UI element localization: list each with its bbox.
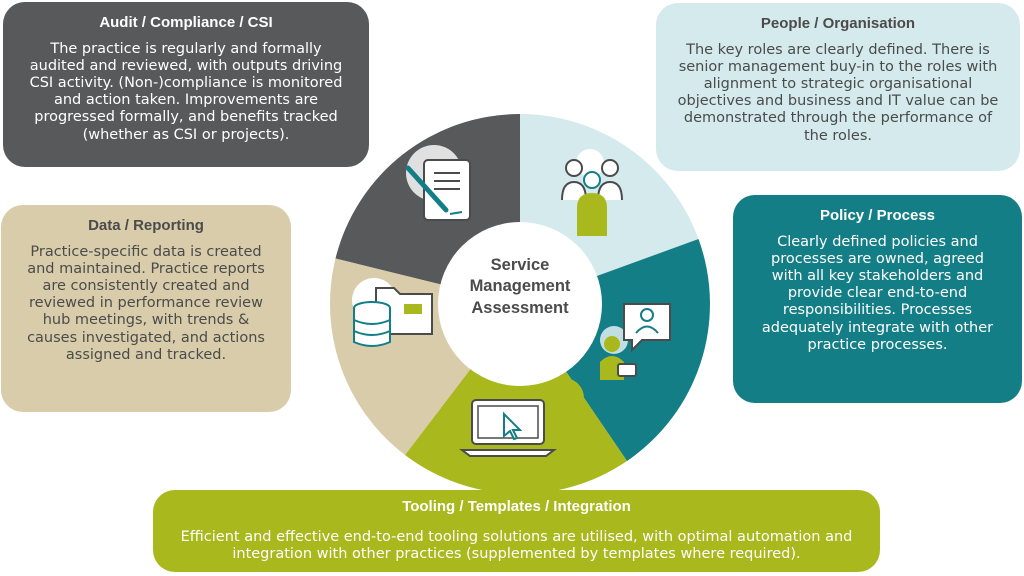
- data-reporting-title: Data / Reporting: [88, 217, 204, 234]
- person-chat-icon: [600, 303, 671, 380]
- people-body: The key roles are clearly defined. There…: [677, 42, 999, 144]
- center-title-line3: Assessment: [471, 298, 569, 317]
- people-title: People / Organisation: [760, 15, 916, 32]
- puzzle-knob: [386, 235, 418, 267]
- people-organisation-box: People / Organisation The key roles are …: [656, 3, 1020, 171]
- tooling-templates-box: Tooling / Templates / Integration Effici…: [153, 490, 880, 572]
- laptop-cursor-icon: [459, 399, 557, 457]
- audit-compliance-box: Audit / Compliance / CSI The practice is…: [3, 2, 369, 167]
- assessment-wheel: [330, 114, 710, 494]
- document-pen-icon: [405, 145, 471, 221]
- data-reporting-body: Practice-specific data is created and ma…: [27, 244, 265, 363]
- data-reporting-box: Data / Reporting Practice-specific data …: [1, 205, 291, 412]
- puzzle-knob: [544, 378, 584, 418]
- audit-title: Audit / Compliance / CSI: [99, 14, 273, 31]
- database-folder-icon: [352, 278, 433, 347]
- policy-title: Policy / Process: [819, 207, 936, 224]
- wheel-segment-tooling: [405, 304, 627, 494]
- policy-process-box: Policy / Process Clearly defined policie…: [733, 195, 1022, 403]
- center-title-line2: Management: [469, 277, 571, 296]
- audit-body: The practice is regularly and formally a…: [29, 41, 343, 143]
- tooling-title: Tooling / Templates / Integration: [402, 498, 631, 515]
- center-title-line1: Service: [490, 256, 550, 274]
- puzzle-knob: [521, 189, 555, 223]
- wheel-center: [438, 222, 602, 386]
- wheel-center-title: Service Management Assessment: [440, 255, 600, 319]
- people-group-icon: [561, 149, 623, 236]
- tooling-body: Efficient and effective end-to-end tooli…: [180, 529, 853, 563]
- policy-body: Clearly defined policies and processes a…: [761, 234, 994, 353]
